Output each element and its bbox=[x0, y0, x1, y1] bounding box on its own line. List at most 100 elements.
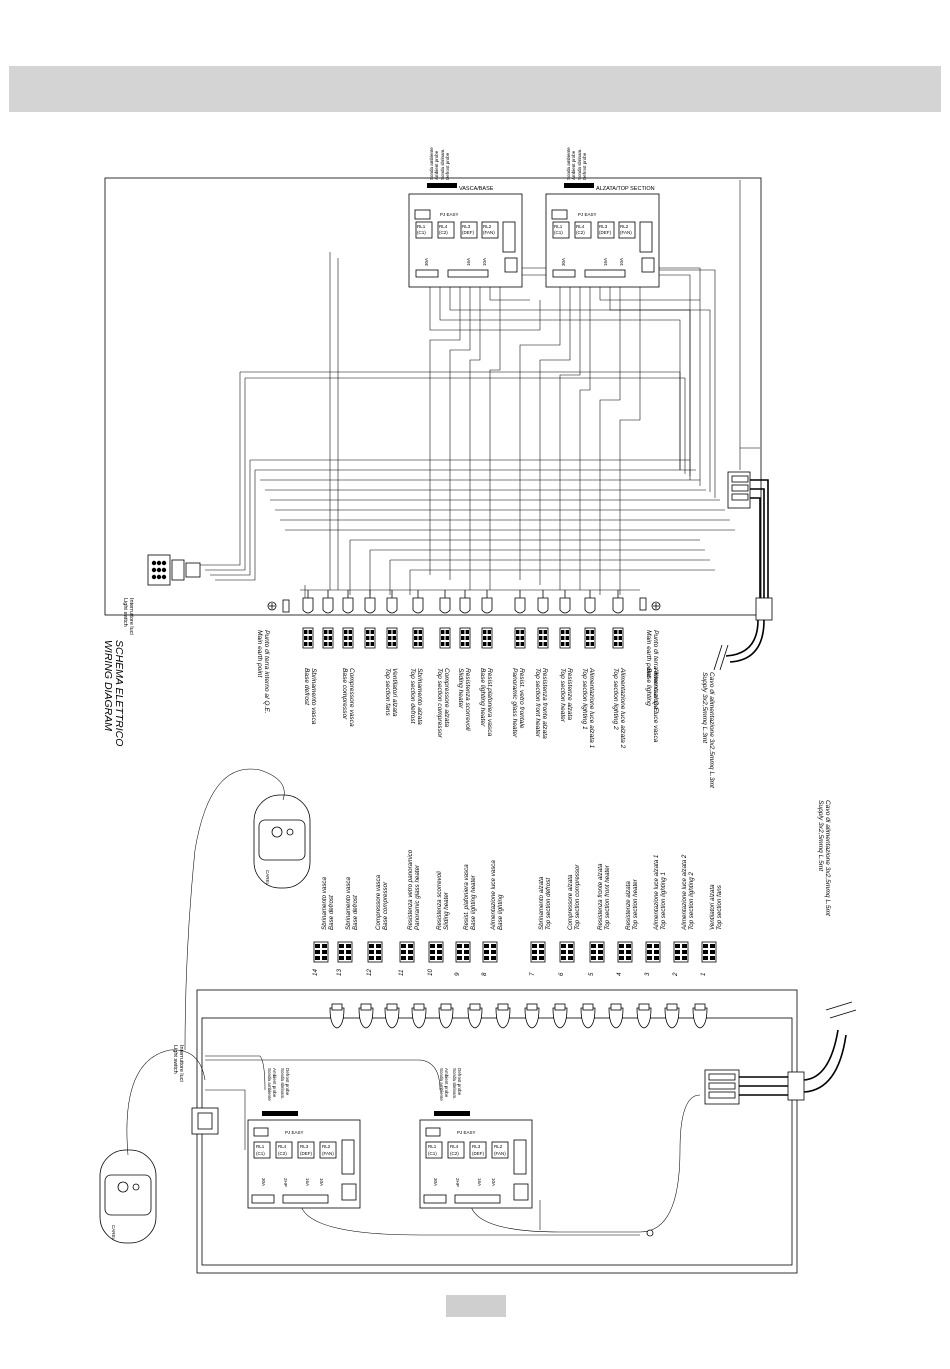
relay-label: RL4 bbox=[278, 1144, 287, 1149]
probe-label: Ambient probe bbox=[272, 1068, 277, 1098]
relay-label: RL2 bbox=[483, 224, 492, 229]
relay-label: RL2 bbox=[620, 224, 629, 229]
probe-labels-upper: Sonda ambiente Ambient probe Sonda sbrin… bbox=[429, 147, 587, 180]
item-number: 7 bbox=[529, 972, 536, 976]
function-label-it: Resistenza scorrevoli bbox=[436, 871, 443, 930]
function-label-it: Compressore alzata bbox=[443, 668, 450, 727]
function-label-it: Ventilatori alzata bbox=[709, 884, 716, 930]
item-number: 11 bbox=[398, 970, 405, 976]
rating-label: 10A bbox=[482, 258, 487, 266]
probe-label: Defrost probe bbox=[285, 1068, 290, 1096]
probe-label: Ambient probe bbox=[571, 150, 576, 180]
function-label-it: Resistenza scorrevoli bbox=[464, 668, 471, 731]
base-board-model: PJ EASY bbox=[440, 212, 459, 217]
terminal-lug bbox=[386, 590, 398, 649]
function-label-en: Top section defrost bbox=[545, 878, 552, 930]
function-label-it: Sbrinamento alzata bbox=[538, 876, 545, 930]
function-label-it: Resist. plafoniera vasca bbox=[463, 864, 470, 930]
earth-label-upper-en: Main earth point bbox=[256, 630, 263, 678]
relay-sub-label: (C1) bbox=[256, 1151, 265, 1156]
relay-label: RL3 bbox=[462, 224, 471, 229]
terminal-lug bbox=[322, 590, 334, 649]
lower-cable-lug bbox=[329, 1003, 345, 1029]
function-label-en: Top section compressor bbox=[574, 864, 581, 930]
top-board-model: PJ EASY bbox=[578, 212, 597, 217]
terminal-lug bbox=[412, 590, 424, 649]
function-label-en: Panoramic glass heater bbox=[511, 668, 518, 738]
relay-label: RL1 bbox=[417, 224, 426, 229]
lower-cable-lug bbox=[524, 1003, 540, 1029]
terminal-lug bbox=[584, 590, 596, 649]
function-label-en: Sliding heater bbox=[457, 668, 464, 709]
top-controller-board: ALZATA/TOP SECTION PJ EASY RL1 RL4 RL3 R… bbox=[545, 183, 660, 288]
function-label-en: Top section fans bbox=[384, 668, 391, 716]
supply-label-lower-en: Supply 3x2,5mmq L.5mt bbox=[817, 800, 824, 872]
function-label-it: Compressore vasca bbox=[348, 668, 355, 727]
base-board-label: VASCA/BASE bbox=[459, 186, 494, 192]
lower-cable-lug bbox=[552, 1003, 568, 1029]
lower-supply-connector bbox=[704, 1001, 857, 1105]
function-label-en: Top section fans bbox=[716, 885, 723, 930]
rating-label: 10A bbox=[619, 258, 624, 266]
lower-cable-lug bbox=[384, 1003, 400, 1029]
earth-label-lower-en: Main earth point bbox=[645, 630, 652, 678]
function-label-en: Top section front heater bbox=[534, 668, 541, 738]
rating-label: 30A bbox=[261, 1178, 266, 1186]
item-number: 5 bbox=[588, 972, 595, 976]
item-number: 2 bbox=[672, 972, 679, 977]
relay-label: RL1 bbox=[256, 1144, 265, 1149]
header-banner bbox=[9, 66, 941, 112]
switch-label-it: Interruttore luci bbox=[128, 598, 134, 635]
terminal-lug bbox=[559, 590, 571, 649]
upper-frame bbox=[104, 177, 762, 616]
upper-terminal-block bbox=[302, 590, 624, 649]
base-controller-board: VASCA/BASE PJ EASY RL1 RL4 RL3 RL2 (C1) … bbox=[408, 183, 523, 288]
function-label-it: Resistenza vetro panoramico bbox=[407, 849, 414, 930]
lower-cable-lugs bbox=[329, 1003, 708, 1029]
relay-sub-label: (C2) bbox=[450, 1151, 459, 1156]
switch-label-en: Light switch bbox=[122, 598, 128, 627]
function-label-en: Top section defrost bbox=[409, 668, 416, 725]
relay-label: RL4 bbox=[450, 1144, 459, 1149]
terminal-lug bbox=[302, 590, 314, 649]
probe-label: Sonda sbrinam. bbox=[280, 1068, 285, 1100]
item-number: 1 bbox=[700, 973, 707, 976]
carel-remote-display-top: CAREL bbox=[184, 768, 311, 1051]
probe-label: Sonda ambiente bbox=[439, 1068, 444, 1101]
function-label-en: Top section heater bbox=[632, 878, 639, 930]
terminal-lug bbox=[342, 590, 354, 649]
rating-label: 10A bbox=[491, 1178, 496, 1186]
probe-label: Sonda sbrinam. bbox=[452, 1068, 457, 1100]
rating-label: 2HP bbox=[283, 1178, 288, 1187]
brand-label: CAREL bbox=[265, 870, 270, 886]
function-label-en: Base lighting heater bbox=[479, 668, 486, 727]
rating-label: 16A bbox=[466, 258, 471, 266]
lower-board-left: PJ EASY RL1 RL4 RL3 RL2 (C1) (C2) (DEF) … bbox=[247, 1068, 361, 1209]
rating-label: 2HP bbox=[455, 1178, 460, 1187]
probe-label: Defrost probe bbox=[582, 152, 587, 180]
function-label-en: Top section front heater bbox=[604, 864, 611, 930]
function-label-it: Ventilatori alzata bbox=[391, 668, 398, 717]
relay-label: RL3 bbox=[472, 1144, 481, 1149]
upper-supply-connector bbox=[713, 471, 773, 671]
function-label-it: Sbrinamento alzata bbox=[416, 668, 423, 725]
lower-cable-lug bbox=[358, 1003, 374, 1029]
board-model-label: PJ EASY bbox=[457, 1130, 476, 1135]
supply-label-upper-en: Supply 3x2,5mmq L.3mt bbox=[701, 672, 708, 744]
item-number: 3 bbox=[644, 972, 651, 976]
relay-sub-label: (DEF) bbox=[462, 230, 474, 235]
function-label-it: Resistenze alzata bbox=[625, 881, 632, 930]
item-number: 13 bbox=[336, 969, 343, 976]
terminal-lug bbox=[612, 590, 624, 649]
lower-earth-point bbox=[646, 1229, 654, 1237]
